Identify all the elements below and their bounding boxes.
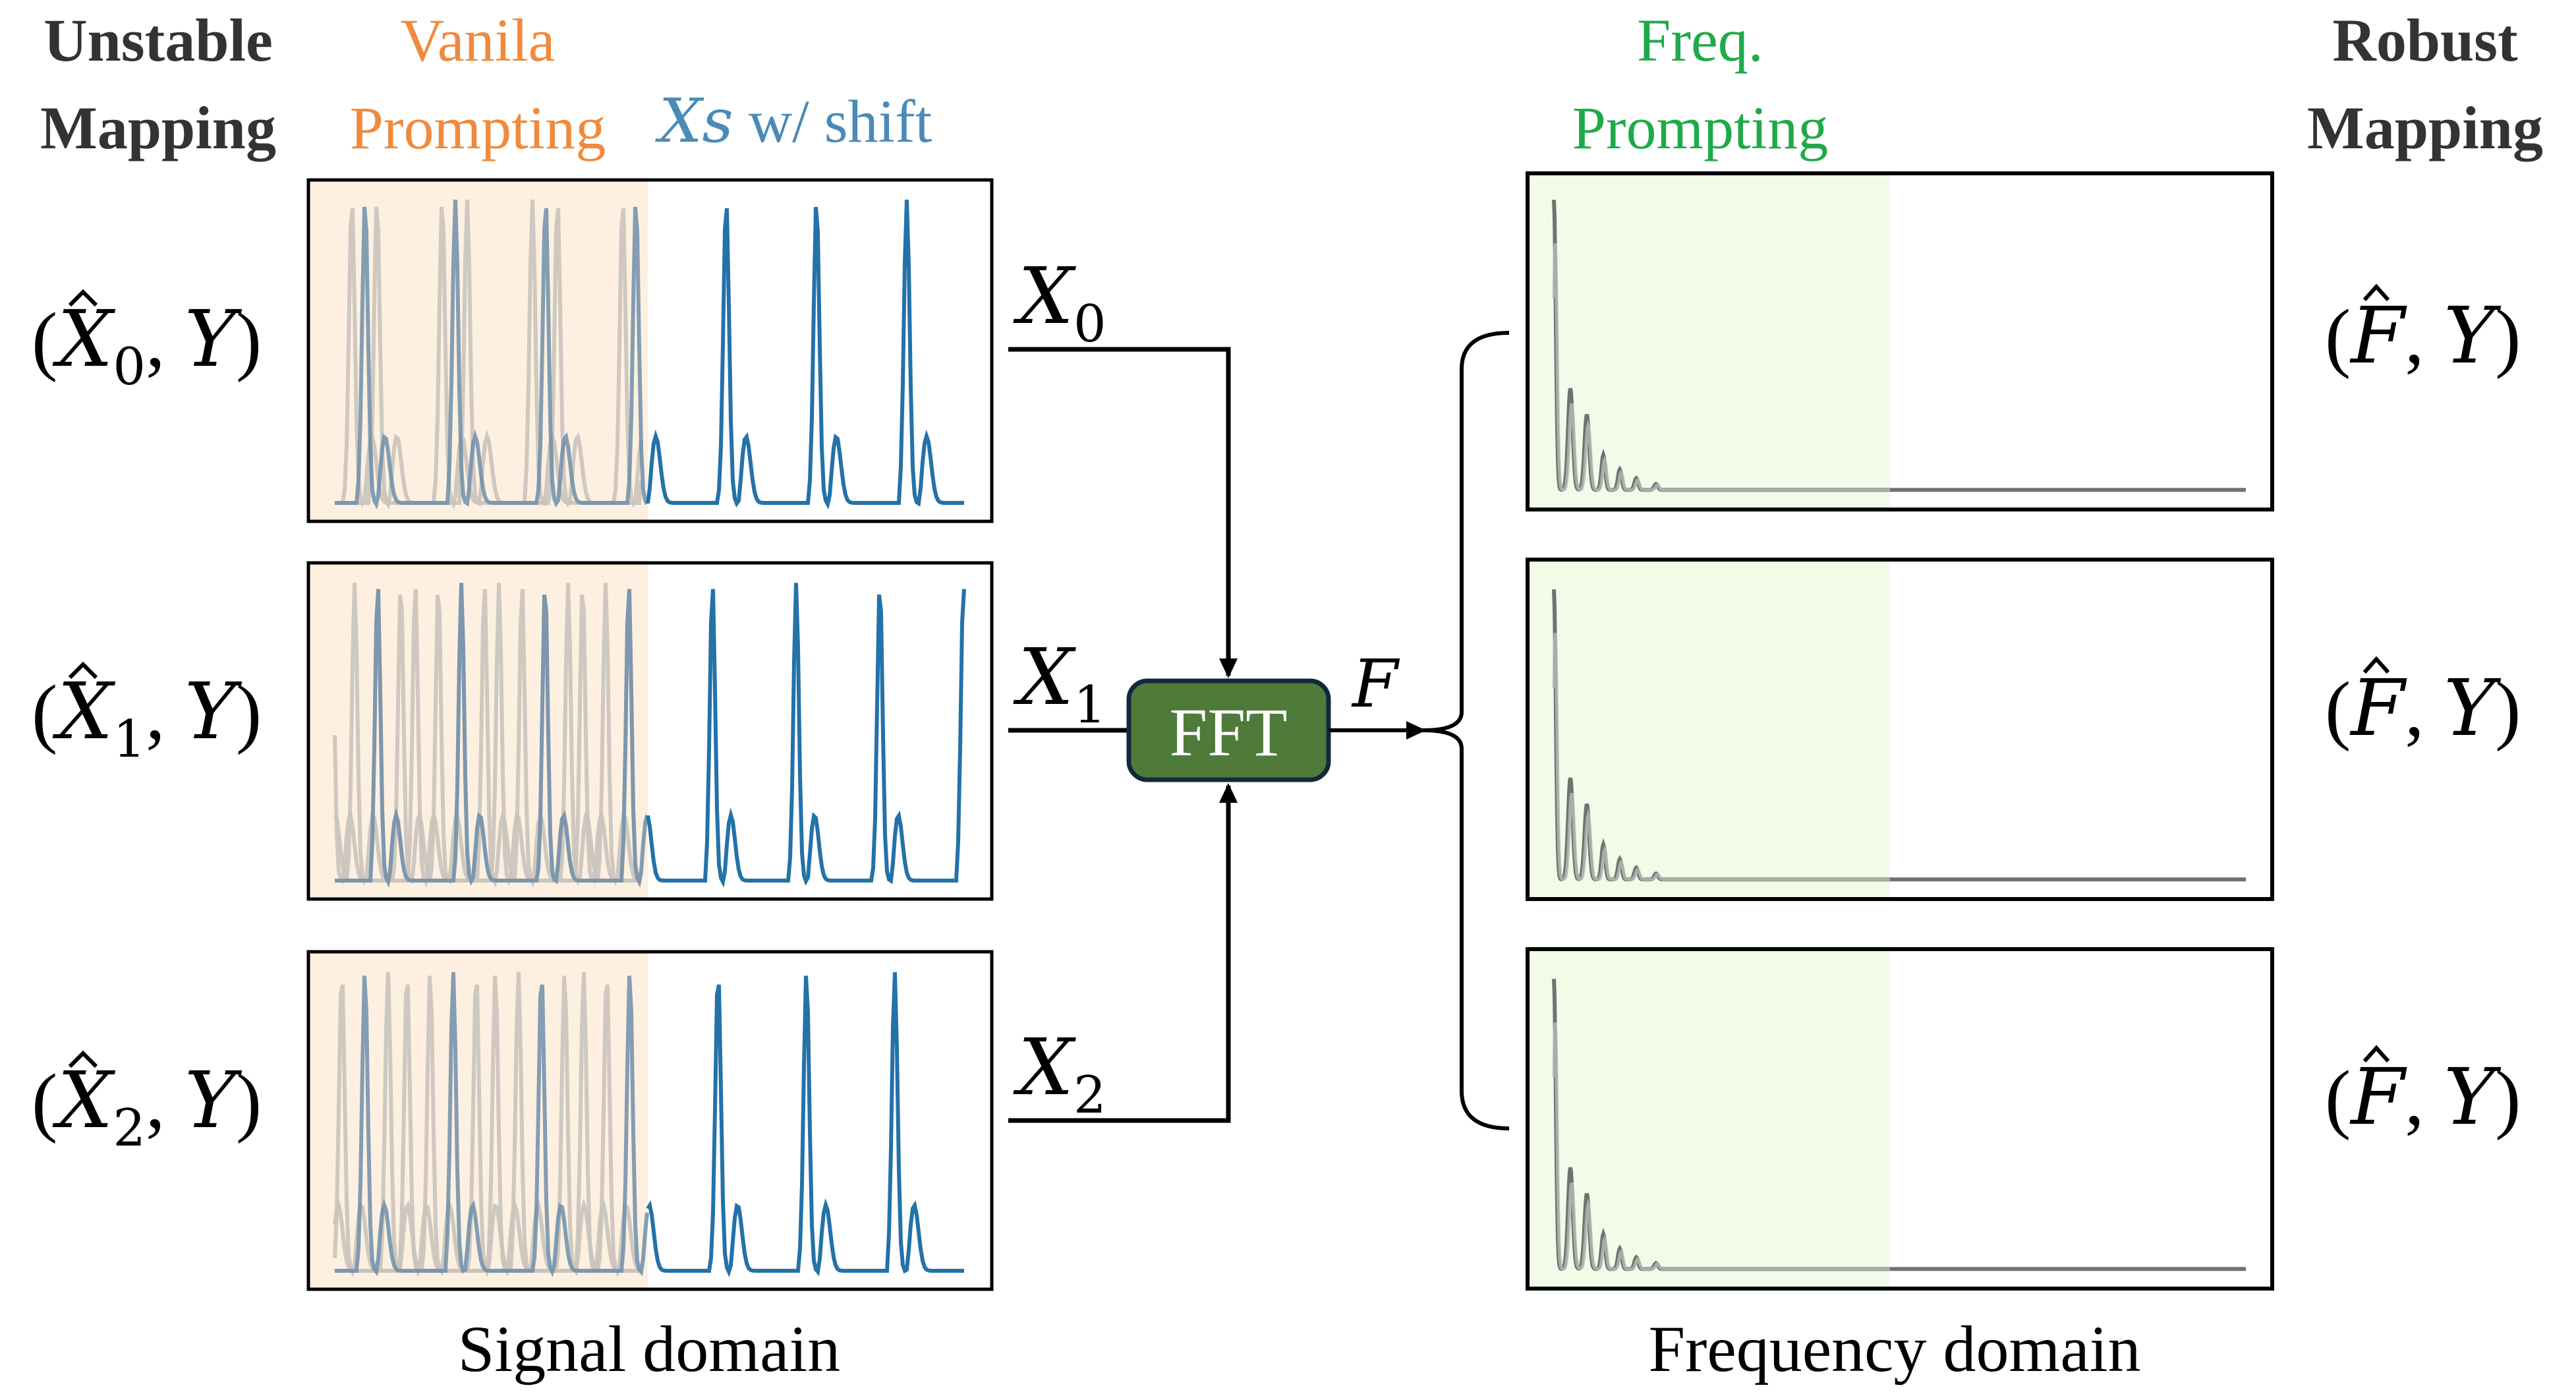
pair-var: X xyxy=(52,293,115,384)
pair-comma: , xyxy=(2405,1055,2444,1141)
pair-comma: , xyxy=(2405,293,2444,380)
signal-panel-2 xyxy=(306,950,994,1291)
pair-open-paren: ( xyxy=(32,669,57,755)
pair-var: F xyxy=(2349,290,2407,381)
signal-panel-1 xyxy=(306,561,994,901)
prompt-signal-trace xyxy=(335,972,649,1277)
frequency-panel-1 xyxy=(1526,558,2274,901)
signal-trace xyxy=(646,583,966,888)
vanilla-header-line1: Vanila xyxy=(400,7,555,74)
pair-close-paren: ) xyxy=(236,1058,262,1144)
pair-target: Y xyxy=(2444,1051,2502,1142)
shifted-signal-trace xyxy=(334,972,641,1277)
x0-connector xyxy=(1008,347,1238,678)
pair-close-paren: ) xyxy=(2495,666,2521,752)
input-subscript: 1 xyxy=(1073,676,1106,735)
input-label-2: X2 xyxy=(1013,1022,1106,1125)
shifted-spectrum-trace xyxy=(1552,633,1890,881)
pair-open-paren: ( xyxy=(32,1058,57,1144)
hat-mark xyxy=(68,289,98,307)
frequency-panel-frame xyxy=(1526,558,2274,901)
input-label-0: X0 xyxy=(1013,250,1106,354)
fft-block: FFT xyxy=(1126,678,1331,782)
unstable-pair-0: (X0, Y) xyxy=(32,293,262,397)
pair-open-paren: ( xyxy=(2325,1055,2351,1141)
shift-header-xs: Xs xyxy=(655,86,733,156)
hat-mark xyxy=(68,1050,98,1068)
pair-target: Y xyxy=(2444,662,2502,753)
pair-var: F xyxy=(2349,1051,2407,1142)
signal-panel-frame xyxy=(306,950,994,1291)
pair-open-paren: ( xyxy=(2325,293,2351,380)
freq-header-line2: Prompting xyxy=(1572,94,1828,161)
pair-comma: , xyxy=(2405,666,2444,752)
signal-trace xyxy=(646,199,964,510)
hat-mark xyxy=(2362,283,2390,302)
input-subscript: 2 xyxy=(1073,1066,1106,1125)
unstable-pair-2: (X2, Y) xyxy=(32,1055,262,1158)
signal-trace xyxy=(646,972,964,1277)
hat-mark xyxy=(2362,1045,2390,1063)
pair-open-paren: ( xyxy=(32,297,57,383)
input-var: X xyxy=(1013,631,1076,722)
f-label: F xyxy=(1351,645,1400,722)
pair-subscript: 2 xyxy=(113,1099,146,1158)
frequency-panel-2 xyxy=(1526,947,2274,1291)
frequency-domain-label: Frequency domain xyxy=(1648,1312,2140,1385)
unstable-pair-1: (X1, Y) xyxy=(32,666,262,769)
robust-pair-0: (F, Y) xyxy=(2325,290,2521,381)
robust-pair-2: (F, Y) xyxy=(2325,1051,2521,1142)
freq-header-line1: Freq. xyxy=(1637,7,1763,74)
pair-close-paren: ) xyxy=(236,669,262,755)
pair-close-paren: ) xyxy=(2495,1055,2521,1141)
shifted-spectrum-trace xyxy=(1552,243,1890,492)
pair-close-paren: ) xyxy=(236,297,262,383)
input-var: X xyxy=(1013,250,1076,341)
shift-header-rest: w/ shift xyxy=(733,88,932,155)
pair-target: Y xyxy=(185,1055,243,1146)
pair-target: Y xyxy=(185,666,243,757)
signal-panel-0 xyxy=(306,178,994,523)
pair-var: X xyxy=(52,1055,115,1146)
pair-subscript: 0 xyxy=(113,337,146,397)
shift-header: Xs w/ shift xyxy=(655,86,932,156)
pair-comma: , xyxy=(146,1058,185,1144)
prompt-signal-trace xyxy=(335,583,649,888)
robust-header-line1: Robust xyxy=(2332,7,2518,74)
vanilla-header-line2: Prompting xyxy=(350,94,606,161)
unstable-header-line2: Mapping xyxy=(40,94,276,161)
pair-target: Y xyxy=(185,293,243,384)
fft-label: FFT xyxy=(1169,695,1287,771)
prompt-signal-trace xyxy=(335,199,649,510)
pair-subscript: 1 xyxy=(113,710,146,769)
signal-domain-label: Signal domain xyxy=(458,1312,841,1385)
frequency-panel-frame xyxy=(1526,947,2274,1291)
pair-comma: , xyxy=(146,297,185,383)
pair-var: X xyxy=(52,666,115,757)
input-subscript: 0 xyxy=(1073,295,1106,354)
hat-mark xyxy=(2362,656,2390,674)
shifted-spectrum-trace xyxy=(1552,1022,1890,1271)
pair-open-paren: ( xyxy=(2325,666,2351,752)
robust-pair-1: (F, Y) xyxy=(2325,662,2521,753)
pair-var: F xyxy=(2349,662,2407,753)
input-label-1: X1 xyxy=(1013,631,1106,735)
robust-header-line2: Mapping xyxy=(2307,94,2543,161)
input-var: X xyxy=(1013,1022,1076,1113)
hat-mark xyxy=(68,661,98,680)
frequency-panel-0 xyxy=(1526,171,2274,511)
frequency-panel-frame xyxy=(1526,171,2274,511)
pair-target: Y xyxy=(2444,290,2502,381)
signal-panel-frame xyxy=(306,561,994,901)
pair-close-paren: ) xyxy=(2495,293,2521,380)
pair-comma: , xyxy=(146,669,185,755)
x2-connector xyxy=(1008,783,1238,1123)
signal-panel-frame xyxy=(306,178,994,523)
unstable-header-line1: Unstable xyxy=(43,7,273,74)
brace xyxy=(1423,331,1510,1130)
